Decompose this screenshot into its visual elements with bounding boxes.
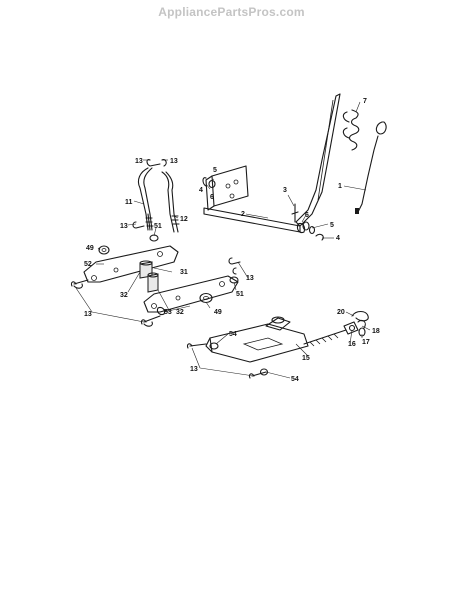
lift-handle (295, 93, 341, 227)
callout-18: 18 (372, 328, 380, 335)
leader-lines (75, 101, 371, 379)
shaft-right-hardware (291, 203, 324, 241)
lift-link-right (161, 171, 180, 233)
callout-13: 13 (190, 366, 198, 373)
callout-52: 52 (84, 261, 92, 268)
callout-1: 1 (338, 183, 342, 190)
bushing-right (147, 272, 159, 293)
callout-5: 5 (213, 167, 217, 174)
callout-12: 12 (180, 216, 188, 223)
callout-49: 49 (86, 245, 94, 252)
callout-4: 4 (199, 187, 203, 194)
release-rod (355, 121, 387, 214)
callout-13: 13 (120, 223, 128, 230)
callout-15: 15 (302, 355, 310, 362)
callout-11: 11 (125, 199, 133, 206)
lift-link-left (137, 167, 154, 231)
callout-6: 6 (210, 194, 214, 201)
callout-13: 13 (135, 158, 143, 165)
callout-13: 13 (170, 158, 178, 165)
lift-arm-left (83, 245, 179, 283)
link-top-clips (146, 159, 167, 167)
callout-20: 20 (337, 309, 345, 316)
callout-13: 13 (84, 311, 92, 318)
lower-pins (186, 342, 269, 379)
handle-grip-spring (342, 109, 360, 151)
callout-51: 51 (154, 223, 162, 230)
callout-6: 6 (305, 212, 309, 219)
arm-clips (228, 257, 241, 284)
adjust-hardware (343, 319, 366, 337)
callout-51: 51 (236, 291, 244, 298)
callout-31: 31 (180, 269, 188, 276)
callout-49: 49 (214, 309, 222, 316)
callout-13: 13 (246, 275, 254, 282)
watermark-text: AppliancePartsPros.com (158, 5, 305, 19)
spring-clip (351, 310, 369, 322)
link-plate (205, 323, 309, 363)
callout-7: 7 (363, 98, 367, 105)
adjust-rod (303, 329, 347, 347)
callout-5: 5 (330, 222, 334, 229)
pin-left (70, 279, 89, 289)
callout-54: 54 (229, 331, 237, 338)
lift-shaft (203, 207, 301, 233)
shaft-left-hardware (202, 177, 216, 189)
lift-arm-right (143, 275, 239, 313)
callout-2: 2 (241, 211, 245, 218)
callout-labels: 13 13 11 12 13 51 49 52 31 13 32 51 53 3… (84, 98, 380, 383)
callout-53: 53 (164, 309, 172, 316)
callout-32: 32 (176, 309, 184, 316)
pin-right (140, 306, 166, 327)
callout-17: 17 (362, 339, 370, 346)
callout-3: 3 (283, 187, 287, 194)
callout-4: 4 (336, 235, 340, 242)
callout-16: 16 (348, 341, 356, 348)
callout-54: 54 (291, 376, 299, 383)
mounting-bracket (205, 165, 249, 211)
washer-left (98, 245, 110, 255)
plate-pin-assembly (265, 316, 291, 331)
callout-32: 32 (120, 292, 128, 299)
